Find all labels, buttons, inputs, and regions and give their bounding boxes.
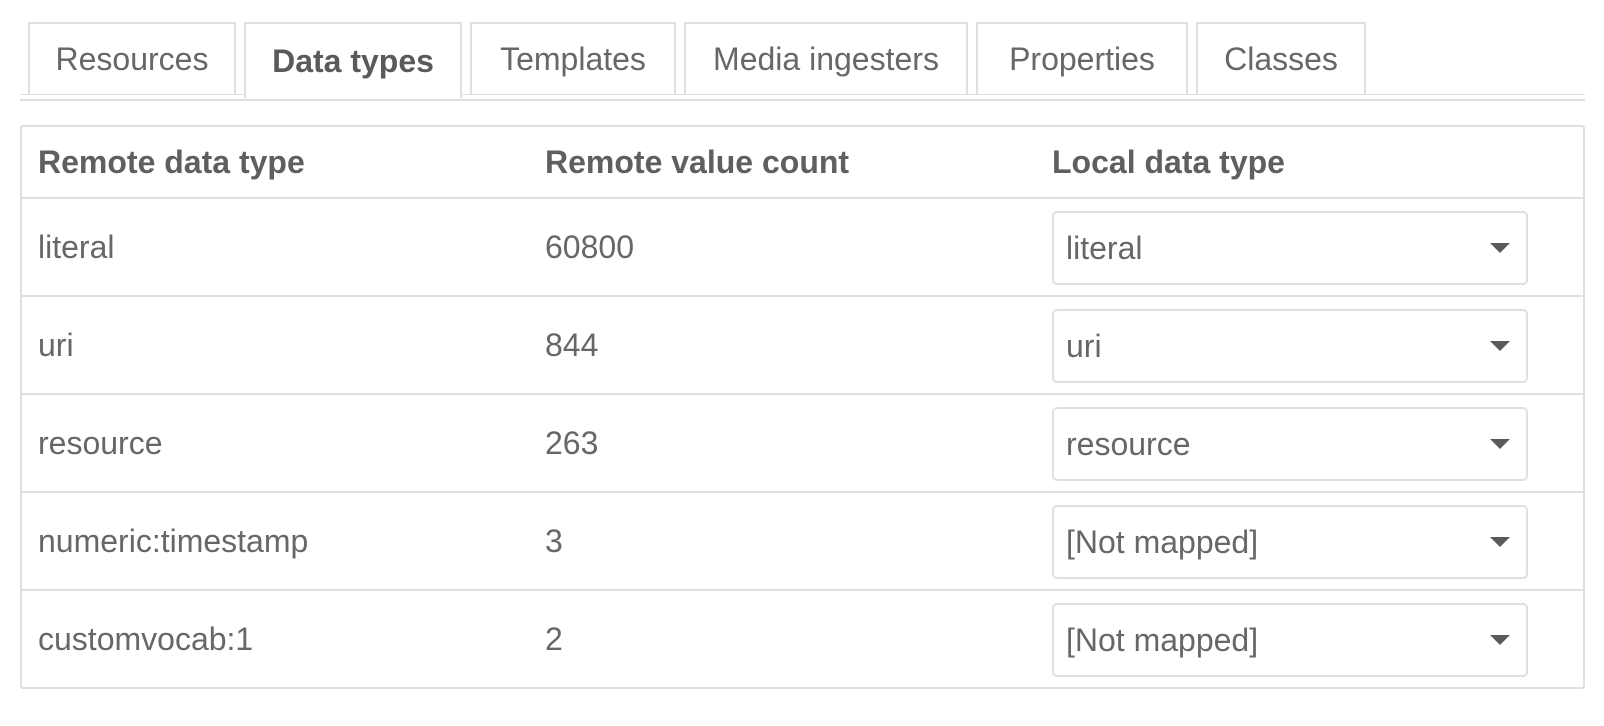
table-row: literal 60800 literal: [22, 197, 1583, 295]
remote-data-type: resource: [38, 424, 163, 461]
tab-bar: Resources Data types Templates Media ing…: [20, 0, 1585, 101]
local-data-type-select[interactable]: uri: [1052, 309, 1528, 383]
local-data-type-select[interactable]: resource: [1052, 407, 1528, 481]
remote-value-count: 3: [545, 522, 563, 559]
table-row: customvocab:1 2 [Not mapped]: [22, 589, 1583, 687]
table-row: numeric:timestamp 3 [Not mapped]: [22, 491, 1583, 589]
remote-value-count: 844: [545, 326, 599, 363]
table-row: resource 263 resource: [22, 393, 1583, 491]
local-data-type-select[interactable]: [Not mapped]: [1052, 505, 1528, 579]
table-header-row: Remote data type Remote value count Loca…: [22, 127, 1583, 197]
tab-templates[interactable]: Templates: [470, 22, 676, 94]
caret-down-icon: [1490, 341, 1510, 351]
remote-value-count: 263: [545, 424, 599, 461]
remote-data-type: customvocab:1: [38, 620, 254, 657]
tab-data-types[interactable]: Data types: [244, 22, 462, 98]
local-data-type-select[interactable]: [Not mapped]: [1052, 603, 1528, 677]
tab-classes[interactable]: Classes: [1196, 22, 1366, 94]
caret-down-icon: [1490, 537, 1510, 547]
caret-down-icon: [1490, 635, 1510, 645]
header-remote-data-type: Remote data type: [38, 143, 305, 180]
import-mapping-panel: Resources Data types Templates Media ing…: [20, 0, 1585, 689]
caret-down-icon: [1490, 243, 1510, 253]
local-data-type-select[interactable]: literal: [1052, 211, 1528, 285]
tab-media-ingesters[interactable]: Media ingesters: [684, 22, 968, 94]
caret-down-icon: [1490, 439, 1510, 449]
remote-data-type: uri: [38, 326, 74, 363]
remote-value-count: 2: [545, 620, 563, 657]
select-value: [Not mapped]: [1066, 621, 1259, 658]
tab-resources[interactable]: Resources: [28, 22, 236, 94]
tab-properties[interactable]: Properties: [976, 22, 1188, 94]
remote-value-count: 60800: [545, 228, 634, 265]
select-value: literal: [1066, 229, 1143, 266]
table-row: uri 844 uri: [22, 295, 1583, 393]
select-value: resource: [1066, 425, 1191, 462]
select-value: [Not mapped]: [1066, 523, 1259, 560]
remote-data-type: literal: [38, 228, 115, 265]
header-remote-value-count: Remote value count: [545, 143, 850, 180]
remote-data-type: numeric:timestamp: [38, 522, 309, 559]
header-local-data-type: Local data type: [1052, 143, 1285, 180]
data-type-mapping-table: Remote data type Remote value count Loca…: [20, 125, 1585, 689]
select-value: uri: [1066, 327, 1102, 364]
